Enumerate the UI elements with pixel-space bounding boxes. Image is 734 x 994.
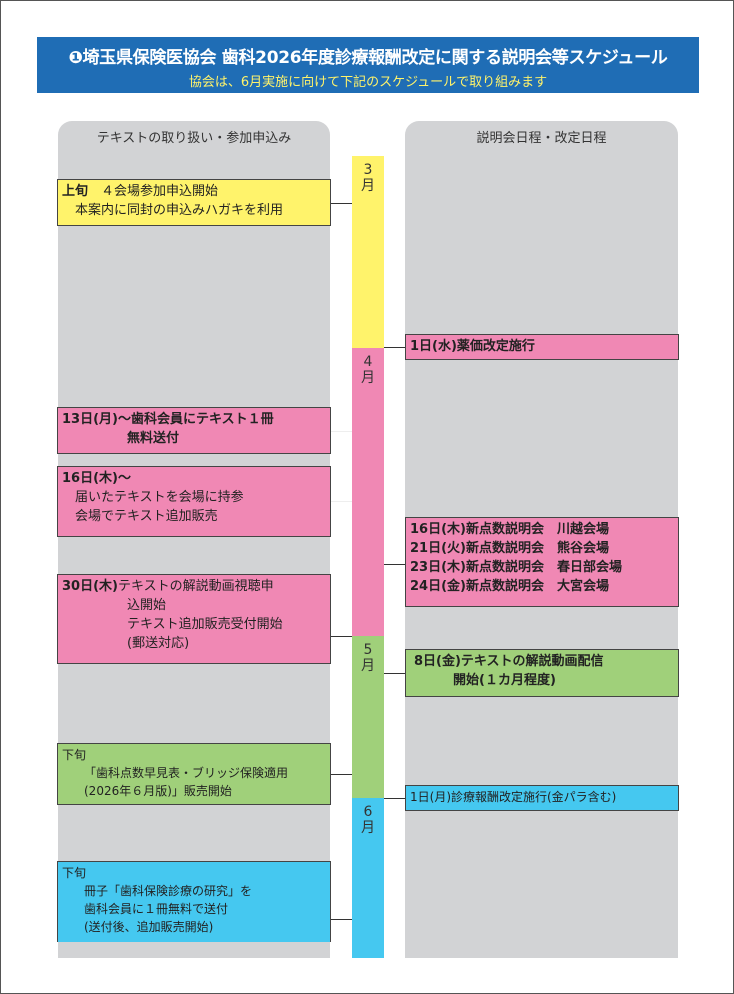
page-title: ❶埼玉県保険医協会 歯科2026年度診療報酬改定に関する説明会等スケジュール bbox=[68, 48, 668, 68]
month-april: 4月 bbox=[352, 348, 384, 636]
month-june: 6月 bbox=[352, 798, 384, 958]
month-march: 3月 bbox=[352, 156, 384, 348]
left-column-heading: テキストの取り扱い・参加申込み bbox=[96, 131, 292, 146]
event-bring-text: 16日(木)～ 届いたテキストを会場に持参 会場でテキスト追加販売 bbox=[57, 466, 331, 537]
event-drug-price-revision: 1日(水)薬価改定施行 bbox=[405, 334, 679, 360]
event-fee-revision: 1日(月)診療報酬改定施行(金パラ含む) bbox=[405, 785, 679, 811]
event-video-distribution: 8日(金)テキストの解説動画配信 開始(１カ月程度) bbox=[405, 649, 679, 697]
month-may: 5月 bbox=[352, 636, 384, 798]
right-column-heading: 説明会日程・改定日程 bbox=[476, 131, 607, 146]
event-application-start: 上旬 ４会場参加申込開始 本案内に同封の申込みハガキを利用 bbox=[57, 179, 331, 226]
event-booklet-mailing: 下旬 冊子「歯科保険診療の研究」を 歯科会員に１冊無料で送付 (送付後、追加販売… bbox=[57, 861, 331, 942]
event-text-mailing: 13日(月)～歯科会員にテキスト１冊 無料送付 bbox=[57, 407, 331, 454]
event-quick-reference-sale: 下旬 「歯科点数早見表・ブリッジ保険適用 (2026年６月版)」販売開始 bbox=[57, 743, 331, 805]
header-banner: ❶埼玉県保険医協会 歯科2026年度診療報酬改定に関する説明会等スケジュール 協… bbox=[37, 37, 699, 93]
left-column: テキストの取り扱い・参加申込み bbox=[58, 121, 330, 958]
event-video-application: 30日(木)テキストの解説動画視聴申 込開始 テキスト追加販売受付開始 (郵送対… bbox=[57, 574, 331, 664]
event-briefing-sessions: 16日(木)新点数説明会 川越会場 21日(火)新点数説明会 熊谷会場 23日(… bbox=[405, 517, 679, 607]
page-subtitle: 協会は、6月実施に向けて下記のスケジュールで取り組みます bbox=[188, 75, 548, 90]
